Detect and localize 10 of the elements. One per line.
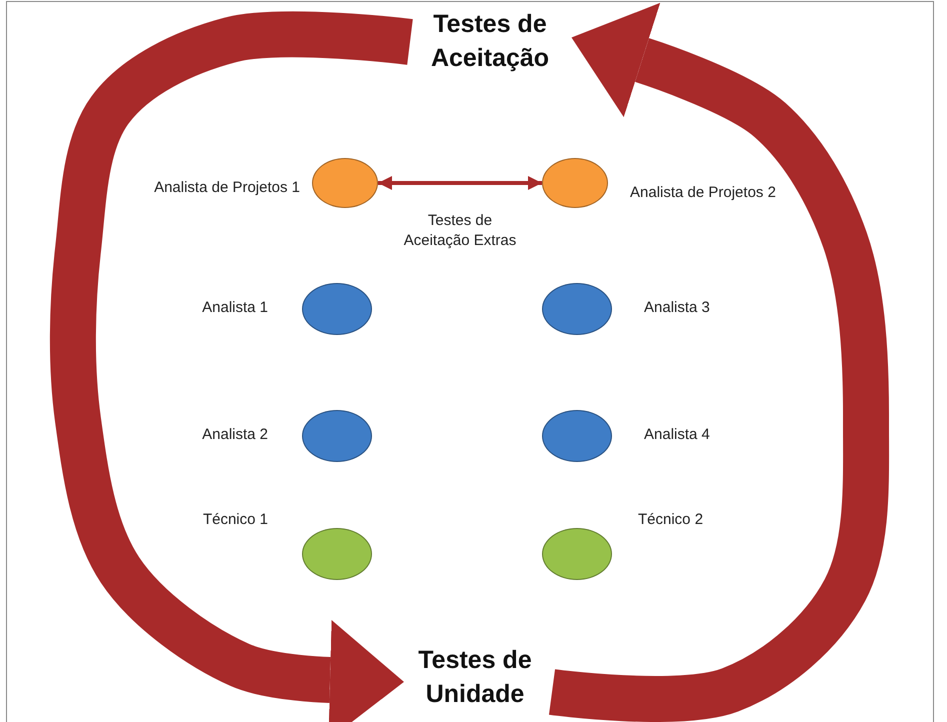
role-label: Analista 2 [201, 425, 268, 445]
role-label: Analista 1 [201, 298, 268, 318]
heading-text: Testes de Unidade [330, 644, 552, 720]
heading-text: Testes de Aceitação [410, 8, 642, 86]
role-label: Técnico 1 [202, 510, 268, 530]
role-label: Analista de Projetos 2 [630, 183, 777, 203]
role-label: Analista 3 [644, 298, 711, 318]
role-label: Analista 4 [644, 425, 711, 445]
role-label: Analista de Projetos 1 [153, 178, 300, 198]
role-label: Técnico 2 [638, 510, 704, 530]
